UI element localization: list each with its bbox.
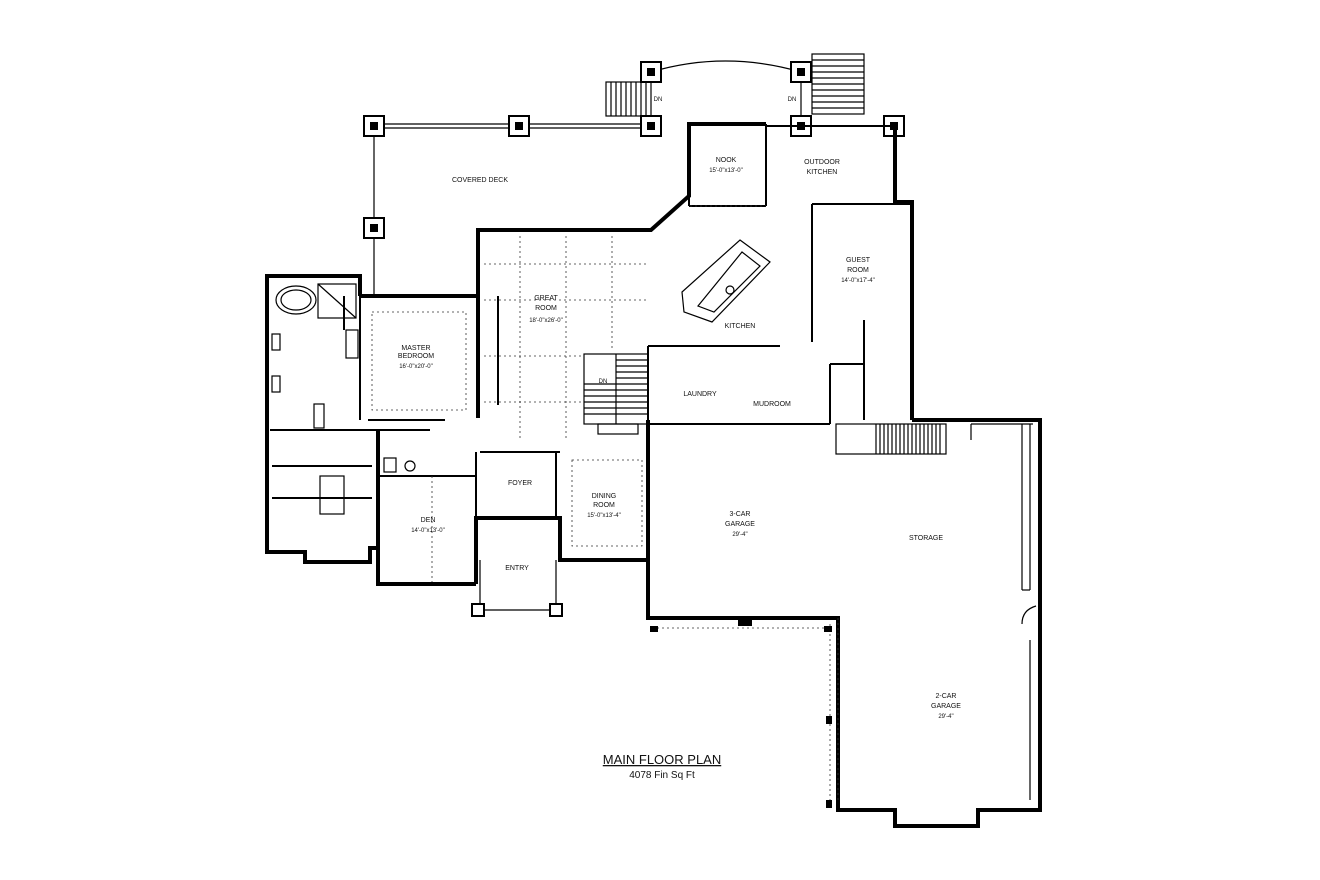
deck-posts	[363, 61, 905, 239]
two-car-garage-dim: 29'-4"	[938, 714, 953, 720]
great-room-dim: 18'-0"x26'-0"	[529, 318, 563, 324]
covered-deck-label: COVERED DECK	[452, 177, 508, 184]
deck-stairs-left	[605, 81, 647, 117]
foyer-label: FOYER	[508, 480, 532, 487]
laundry-label: LAUNDRY	[683, 391, 717, 398]
deck-stairs-right	[811, 53, 865, 115]
master-bath-fixtures	[271, 283, 416, 515]
plan-subtitle: 4078 Fin Sq Ft	[629, 770, 695, 781]
master-bedroom-label-2: BEDROOM	[398, 353, 434, 360]
guest-room-dim: 14'-0"x17'-4"	[841, 278, 875, 284]
den-dim: 14'-0"x13'-0"	[411, 528, 445, 534]
central-stair	[583, 353, 649, 435]
storage-label: STORAGE	[909, 535, 943, 542]
outdoor-kitchen-label-2: KITCHEN	[807, 169, 838, 176]
covered-deck	[373, 60, 802, 296]
stair-down-label-center: DN	[599, 379, 608, 385]
dining-room-dim: 15'-0"x13'-4"	[587, 513, 621, 519]
two-car-garage-label-2: GARAGE	[931, 703, 961, 710]
room-labels: COVERED DECK NOOK 15'-0"x13'-0" OUTDOOR …	[398, 97, 961, 720]
dining-room-label-2: ROOM	[593, 502, 615, 509]
plan-title: MAIN FLOOR PLAN	[603, 752, 721, 767]
nook-dim: 15'-0"x13'-0"	[709, 168, 743, 174]
great-room-label-2: ROOM	[535, 305, 557, 312]
outdoor-kitchen-label: OUTDOOR	[804, 159, 840, 166]
dining-room-label: DINING	[592, 493, 617, 500]
guest-room-label-2: ROOM	[847, 267, 869, 274]
three-car-garage-label: 3-CAR	[729, 511, 750, 518]
stair-down-label-right: DN	[788, 97, 797, 103]
kitchen-label: KITCHEN	[725, 323, 756, 330]
guest-room-label: GUEST	[846, 257, 871, 264]
entry-label: ENTRY	[505, 565, 529, 572]
room-grids	[371, 205, 766, 582]
three-car-garage-dim: 29'-4"	[732, 532, 747, 538]
mudroom-label: MUDROOM	[753, 401, 791, 408]
garage-details	[650, 423, 1037, 808]
den-label: DEN	[421, 517, 436, 524]
three-car-garage-label-2: GARAGE	[725, 521, 755, 528]
master-bedroom-label: MASTER	[401, 345, 430, 352]
master-bedroom-dim: 16'-0"x20'-0"	[399, 364, 433, 370]
great-room-label: GREAT	[534, 295, 558, 302]
nook-label: NOOK	[716, 157, 737, 164]
two-car-garage-label: 2-CAR	[935, 693, 956, 700]
kitchen-island	[681, 239, 771, 323]
entry-porch	[471, 560, 563, 617]
stair-down-label-left: DN	[654, 97, 663, 103]
